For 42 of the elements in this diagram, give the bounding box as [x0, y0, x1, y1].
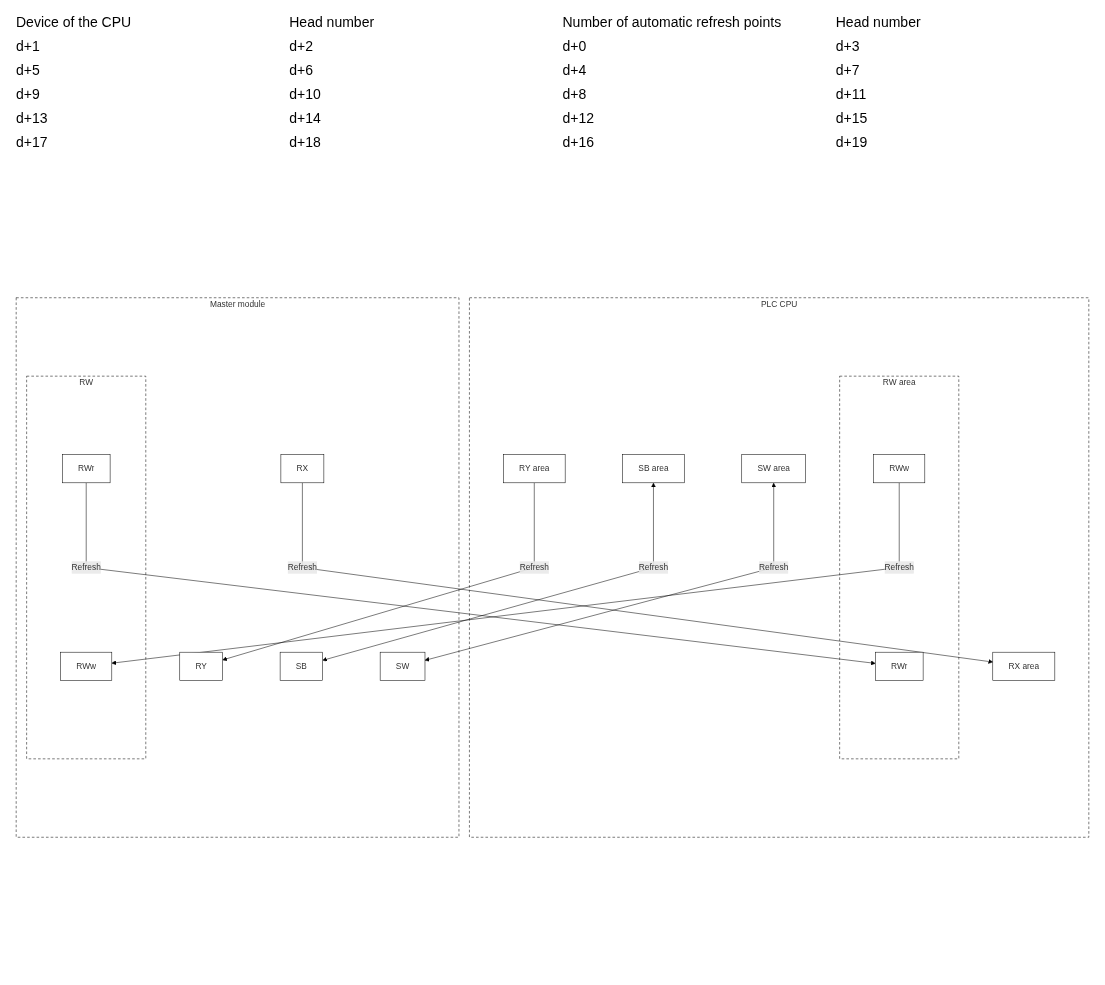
node-box: SB: [279, 651, 323, 681]
annotation-text: d+9: [15, 85, 41, 104]
annotation-text: Head number: [834, 13, 922, 32]
node-box: RWr: [875, 651, 924, 681]
annotation-text: d+6: [288, 61, 314, 80]
node-box: RWw: [60, 651, 113, 681]
annotation-text: d+2: [288, 37, 314, 56]
annotation-text: d+16: [561, 133, 596, 152]
edge-label: Refresh: [638, 562, 669, 572]
annotation-text: d+18: [288, 133, 322, 152]
annotation-text: Head number: [288, 13, 376, 32]
annotation-text: d+11: [834, 85, 868, 104]
node-box: RY area: [503, 454, 566, 484]
node-box: SW: [379, 651, 426, 681]
edge-label: Refresh: [287, 562, 318, 572]
edge-label: Refresh: [519, 562, 549, 572]
annotation-text: d+19: [834, 133, 869, 152]
annotation-text: d+8: [561, 85, 588, 104]
annotation-text: d+12: [561, 109, 596, 128]
annotation-text: d+17: [15, 133, 49, 152]
edge-label: Refresh: [884, 562, 914, 572]
node-box: RX: [280, 454, 325, 484]
node-box: RWr: [62, 454, 111, 484]
edge-label: Refresh: [759, 562, 789, 572]
annotation-text: d+7: [834, 61, 861, 80]
annotation-text: d+15: [834, 109, 869, 128]
annotation-text: Device of the CPU: [15, 13, 133, 32]
annotation-text: d+3: [834, 37, 861, 56]
node-box: RWw: [873, 454, 926, 484]
annotation-text: d+4: [561, 61, 588, 80]
edge-label: Refresh: [71, 562, 101, 572]
node-box: SB area: [622, 454, 685, 484]
annotation-text: Number of automatic refresh points: [561, 13, 783, 32]
node-box: RY: [179, 651, 223, 681]
annotation-text: d+5: [15, 61, 41, 80]
annotation-text: d+1: [15, 37, 41, 56]
annotation-text: d+13: [15, 109, 49, 128]
node-box: RX area: [992, 651, 1056, 681]
annotation-text: d+0: [561, 37, 588, 56]
annotation-text: d+10: [288, 85, 322, 104]
node-box: SW area: [741, 454, 806, 484]
annotation-text: d+14: [288, 109, 322, 128]
